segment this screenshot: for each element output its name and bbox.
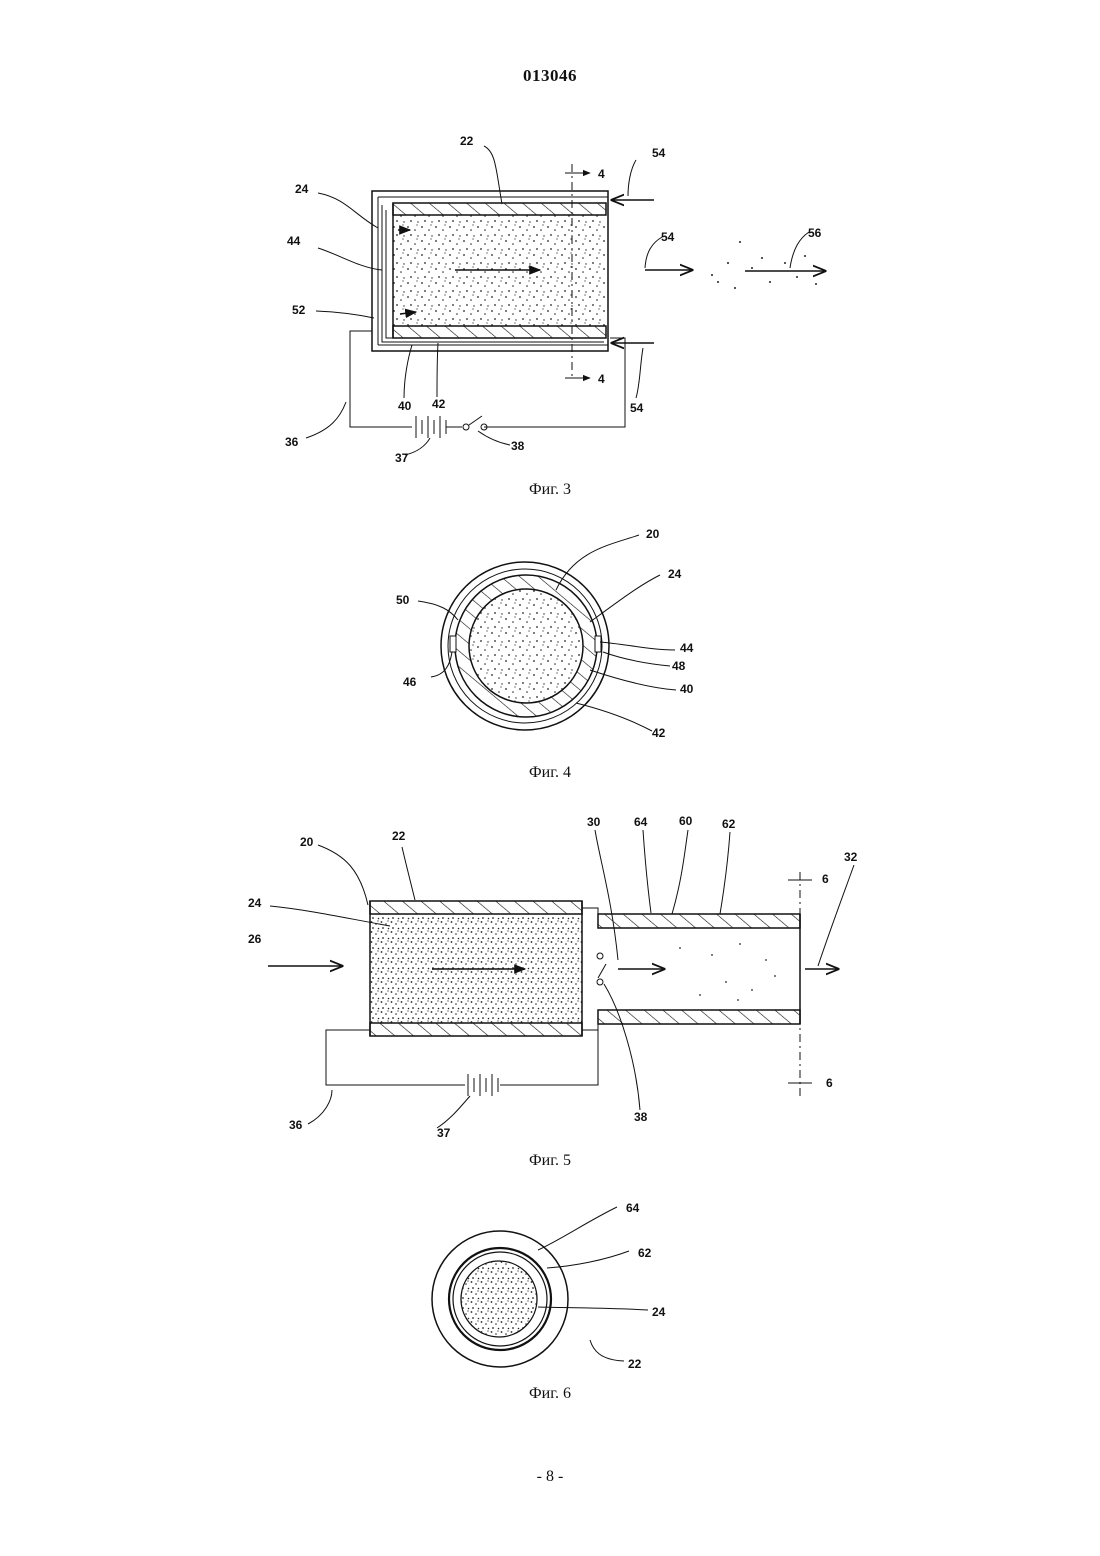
figure-6-caption: Фиг. 6 (0, 1385, 1100, 1403)
ref-label-62: 62 (722, 817, 736, 831)
document-number: 013046 (0, 66, 1100, 86)
ref-label-6-bottom: 6 (826, 1076, 833, 1090)
ref-label-60: 60 (679, 814, 693, 828)
ref-label-36: 36 (289, 1118, 303, 1132)
ref-label-44: 44 (287, 234, 301, 248)
ref-label-20: 20 (300, 835, 314, 849)
ref-label-62: 62 (638, 1246, 652, 1260)
figure-4-caption: Фиг. 4 (0, 764, 1100, 782)
ref-label-52: 52 (292, 303, 306, 317)
ref-label-42: 42 (652, 726, 666, 740)
ref-label-4-top: 4 (598, 167, 605, 181)
lower-wall (393, 326, 606, 338)
ref-label-24: 24 (295, 182, 309, 196)
ref-label-64: 64 (626, 1201, 640, 1215)
ref-label-48: 48 (672, 659, 686, 673)
ref-label-22: 22 (460, 134, 474, 148)
powder-core (461, 1261, 537, 1337)
tube-lower-wall (598, 1010, 800, 1024)
upper-wall (393, 203, 606, 215)
ref-label-54-mid: 54 (661, 230, 675, 244)
ref-label-20: 20 (646, 527, 660, 541)
figure-3-caption: Фиг. 3 (0, 481, 1100, 499)
ref-label-4-bottom: 4 (598, 372, 605, 386)
ref-label-24: 24 (248, 896, 262, 910)
ref-label-37: 37 (395, 451, 409, 465)
ref-label-44: 44 (680, 641, 694, 655)
ref-label-64: 64 (634, 815, 648, 829)
ref-label-36: 36 (285, 435, 299, 449)
lower-wall (370, 1023, 582, 1036)
ref-label-50: 50 (396, 593, 410, 607)
powder-core (469, 589, 583, 703)
ref-label-42: 42 (432, 397, 446, 411)
ref-label-56: 56 (808, 226, 822, 240)
ref-label-46: 46 (403, 675, 417, 689)
ref-label-54-bottom: 54 (630, 401, 644, 415)
figure-6-diagram: 64 62 24 22 (0, 1190, 1100, 1380)
figure-5-caption: Фиг. 5 (0, 1152, 1100, 1170)
ref-label-26: 26 (248, 932, 262, 946)
ref-label-38: 38 (634, 1110, 648, 1124)
page-number: - 8 - (0, 1468, 1100, 1486)
ref-label-6-top: 6 (822, 872, 829, 886)
ref-label-54-top: 54 (652, 146, 666, 160)
ref-label-40: 40 (398, 399, 412, 413)
figure-5-diagram: 22 30 64 60 62 20 32 6 24 26 6 36 37 38 (0, 810, 1100, 1140)
ref-label-24: 24 (652, 1305, 666, 1319)
ref-label-40: 40 (680, 682, 694, 696)
ref-label-24: 24 (668, 567, 682, 581)
ref-label-32: 32 (844, 850, 858, 864)
ref-label-22: 22 (392, 829, 406, 843)
figure-3-diagram: 22 4 54 24 44 54 56 52 40 42 4 54 36 37 … (0, 130, 1100, 470)
ref-label-22: 22 (628, 1357, 642, 1371)
upper-wall (370, 901, 582, 914)
ref-label-37: 37 (437, 1126, 451, 1140)
ref-label-38: 38 (511, 439, 525, 453)
tube-upper-wall (598, 914, 800, 928)
ref-label-30: 30 (587, 815, 601, 829)
figure-4-diagram: 20 24 50 44 48 46 40 42 (0, 520, 1100, 760)
